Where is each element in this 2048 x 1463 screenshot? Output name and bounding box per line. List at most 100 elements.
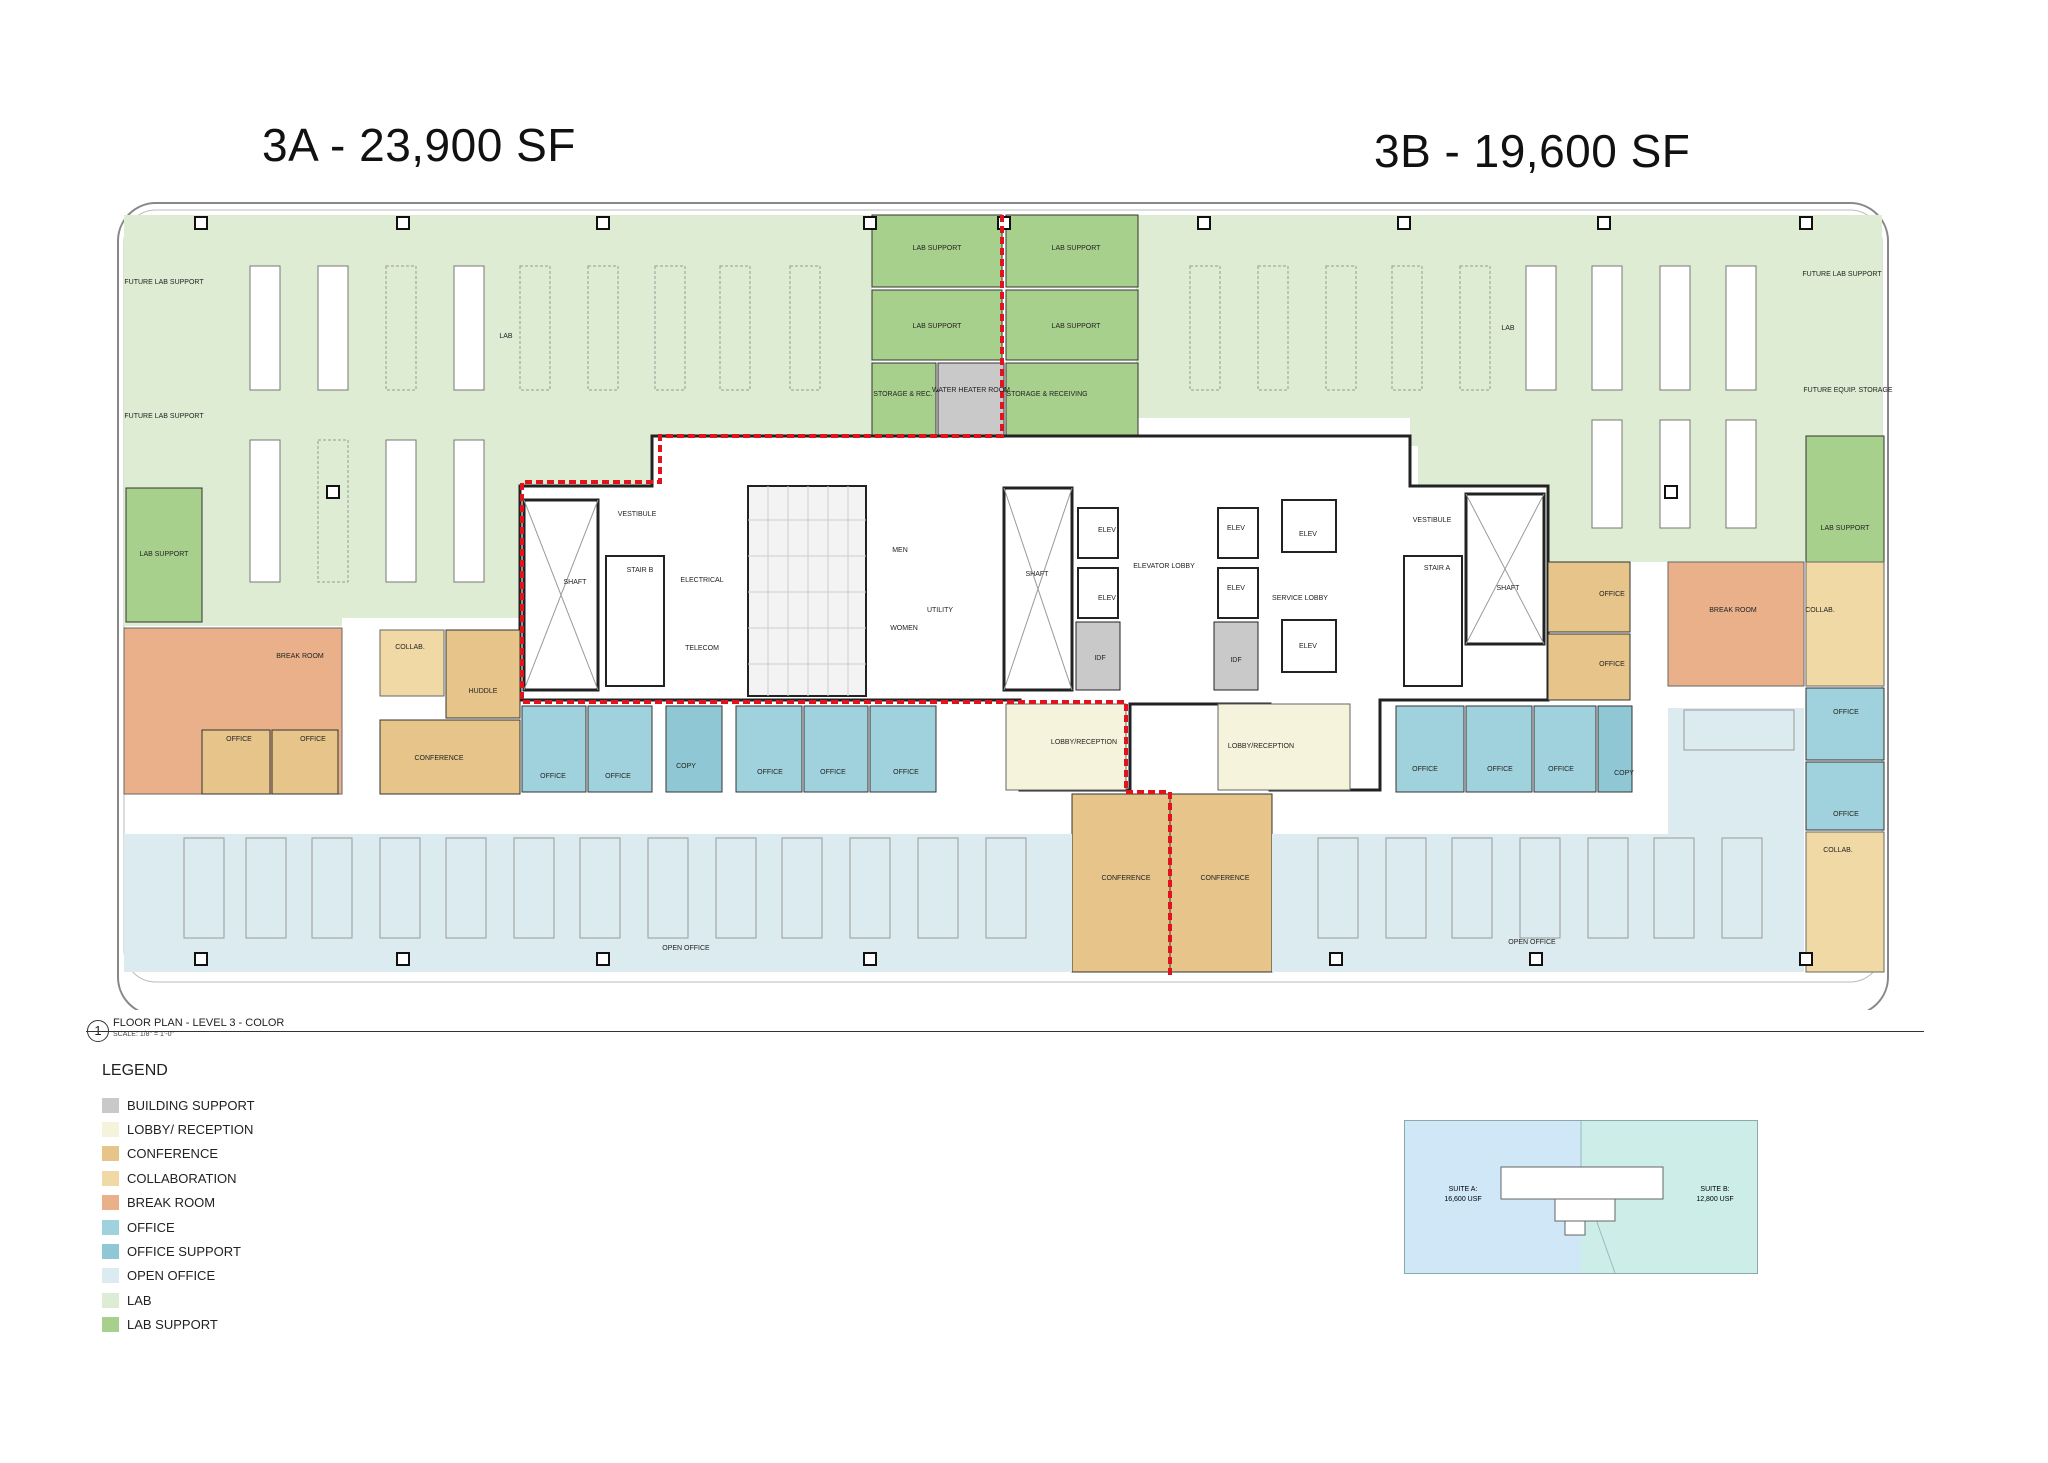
label-conference-center-1: CONFERENCE xyxy=(1101,875,1150,882)
legend-item: OFFICE xyxy=(102,1215,255,1239)
drawing-scale: SCALE: 1/8" = 1'-0" xyxy=(113,1031,174,1038)
collab-3b-upper xyxy=(1805,561,1885,687)
water-heater-room xyxy=(937,362,1005,438)
lab-support-room-4 xyxy=(1005,289,1139,361)
lab-support-left xyxy=(125,487,203,623)
lab-support-room-3 xyxy=(871,289,1003,361)
label-elev-5: ELEV xyxy=(1299,531,1317,538)
idf-room-1 xyxy=(1075,621,1121,691)
floor-plan: LAB LAB LAB SUPPORT LAB SUPPORT LAB SUPP… xyxy=(117,202,1893,1010)
label-idf-2: IDF xyxy=(1230,657,1241,664)
office-3b-east-1 xyxy=(1805,687,1885,761)
label-elev-4: ELEV xyxy=(1227,585,1245,592)
label-office-3a-2: OFFICE xyxy=(300,736,326,743)
legend-label: OFFICE SUPPORT xyxy=(127,1244,241,1260)
label-office-row-2: OFFICE xyxy=(605,773,631,780)
label-office-row-4: OFFICE xyxy=(820,769,846,776)
legend-swatch xyxy=(102,1219,119,1235)
label-break-room-3b: BREAK ROOM xyxy=(1709,607,1757,614)
collab-3b-lower xyxy=(1805,831,1885,973)
lab-support-room-2 xyxy=(1005,214,1139,288)
label-lab-3a: LAB xyxy=(499,333,513,340)
label-future-lab-support-3: FUTURE LAB SUPPORT xyxy=(1802,271,1882,278)
label-men: MEN xyxy=(892,547,908,554)
label-shaft-3a: SHAFT xyxy=(564,579,588,586)
label-lab-support-right: LAB SUPPORT xyxy=(1821,525,1871,532)
label-lab-support-left: LAB SUPPORT xyxy=(140,551,190,558)
label-open-office-3b: OPEN OFFICE xyxy=(1508,939,1556,946)
label-office-row-5: OFFICE xyxy=(893,769,919,776)
label-idf-1: IDF xyxy=(1094,655,1105,662)
lobby-reception-a xyxy=(1005,703,1127,791)
label-vestibule-a: VESTIBULE xyxy=(1413,517,1452,524)
legend-label: BUILDING SUPPORT xyxy=(127,1097,255,1113)
key-plan: SUITE A: 16,600 USF SUITE B: 12,800 USF xyxy=(1404,1120,1758,1274)
legend-item: LOBBY/ RECEPTION xyxy=(102,1117,255,1141)
legend-swatch xyxy=(102,1146,119,1162)
open-office-3b xyxy=(1272,708,1804,972)
label-elev-2: ELEV xyxy=(1098,595,1116,602)
keyplan-suite-b: SUITE B: xyxy=(1700,1186,1729,1193)
legend-swatch xyxy=(102,1317,119,1333)
offices-3b-row xyxy=(1395,705,1597,793)
label-copy-3a: COPY xyxy=(676,763,696,770)
label-water-heater-room: WATER HEATER ROOM xyxy=(932,387,1010,394)
legend-item: BUILDING SUPPORT xyxy=(102,1093,255,1117)
structural-columns xyxy=(194,216,1813,966)
label-future-lab-support-2: FUTURE LAB SUPPORT xyxy=(124,413,204,420)
label-lab-support-4: LAB SUPPORT xyxy=(1052,323,1102,330)
label-collab-3b-upper: COLLAB. xyxy=(1805,607,1835,614)
label-office-row-7: OFFICE xyxy=(1487,766,1513,773)
stair-a xyxy=(1403,555,1463,687)
legend-swatch xyxy=(102,1292,119,1308)
demising-line xyxy=(520,215,1172,976)
label-office-row-1: OFFICE xyxy=(540,773,566,780)
label-utility: UTILITY xyxy=(927,607,953,614)
legend-swatch xyxy=(102,1268,119,1284)
label-elevator-lobby: ELEVATOR LOBBY xyxy=(1133,563,1195,570)
label-women: WOMEN xyxy=(890,625,918,632)
label-telecom: TELECOM xyxy=(685,645,719,652)
lab-support-right xyxy=(1805,435,1885,563)
legend-title: LEGEND xyxy=(102,1062,168,1079)
label-storage-rec: STORAGE & REC. xyxy=(873,391,932,398)
legend-swatch xyxy=(102,1195,119,1211)
copy-room-3a xyxy=(665,705,723,793)
conference-center-1 xyxy=(1071,793,1171,973)
legend-swatch xyxy=(102,1097,119,1113)
office-3a-1 xyxy=(201,729,271,795)
label-elev-1: ELEV xyxy=(1098,527,1116,534)
legend-swatch xyxy=(102,1122,119,1138)
legend-item: COLLABORATION xyxy=(102,1166,255,1190)
label-future-equip-storage: FUTURE EQUIP. STORAGE xyxy=(1803,387,1893,394)
storage-receiving-room xyxy=(1005,362,1139,438)
lab-bench-outlines-3a xyxy=(317,265,821,583)
label-storage-receiving: STORAGE & RECEIVING xyxy=(1006,391,1087,398)
label-office-3a-1: OFFICE xyxy=(226,736,252,743)
offices-3a-row xyxy=(521,705,937,793)
label-office-row-8: OFFICE xyxy=(1548,766,1574,773)
label-future-lab-support-1: FUTURE LAB SUPPORT xyxy=(124,279,204,286)
legend-item: BREAK ROOM xyxy=(102,1191,255,1215)
legend-label: COLLABORATION xyxy=(127,1170,237,1186)
label-lab-3b: LAB xyxy=(1501,325,1515,332)
storage-rec-room xyxy=(871,362,937,438)
legend-swatch xyxy=(102,1170,119,1186)
label-office-3b-1: OFFICE xyxy=(1599,591,1625,598)
label-huddle: HUDDLE xyxy=(469,688,498,695)
label-lobby-reception-a: LOBBY/RECEPTION xyxy=(1051,739,1117,746)
legend-label: OFFICE xyxy=(127,1219,175,1235)
drawing-title: FLOOR PLAN - LEVEL 3 - COLOR xyxy=(113,1017,285,1029)
keyplan-suite-b-area: 12,800 USF xyxy=(1696,1196,1733,1203)
label-office-3b-2: OFFICE xyxy=(1599,661,1625,668)
label-electrical: ELECTRICAL xyxy=(680,577,723,584)
legend-item: CONFERENCE xyxy=(102,1142,255,1166)
label-stair-b: STAIR B xyxy=(627,567,654,574)
legend-label: CONFERENCE xyxy=(127,1146,219,1162)
legend-swatch xyxy=(102,1244,119,1260)
lab-3b-zone xyxy=(1136,215,1882,562)
huddle-room xyxy=(445,629,521,719)
label-collab-3a: COLLAB. xyxy=(395,644,425,651)
label-break-room-3a: BREAK ROOM xyxy=(276,653,324,660)
caption-rule xyxy=(86,1031,1924,1032)
